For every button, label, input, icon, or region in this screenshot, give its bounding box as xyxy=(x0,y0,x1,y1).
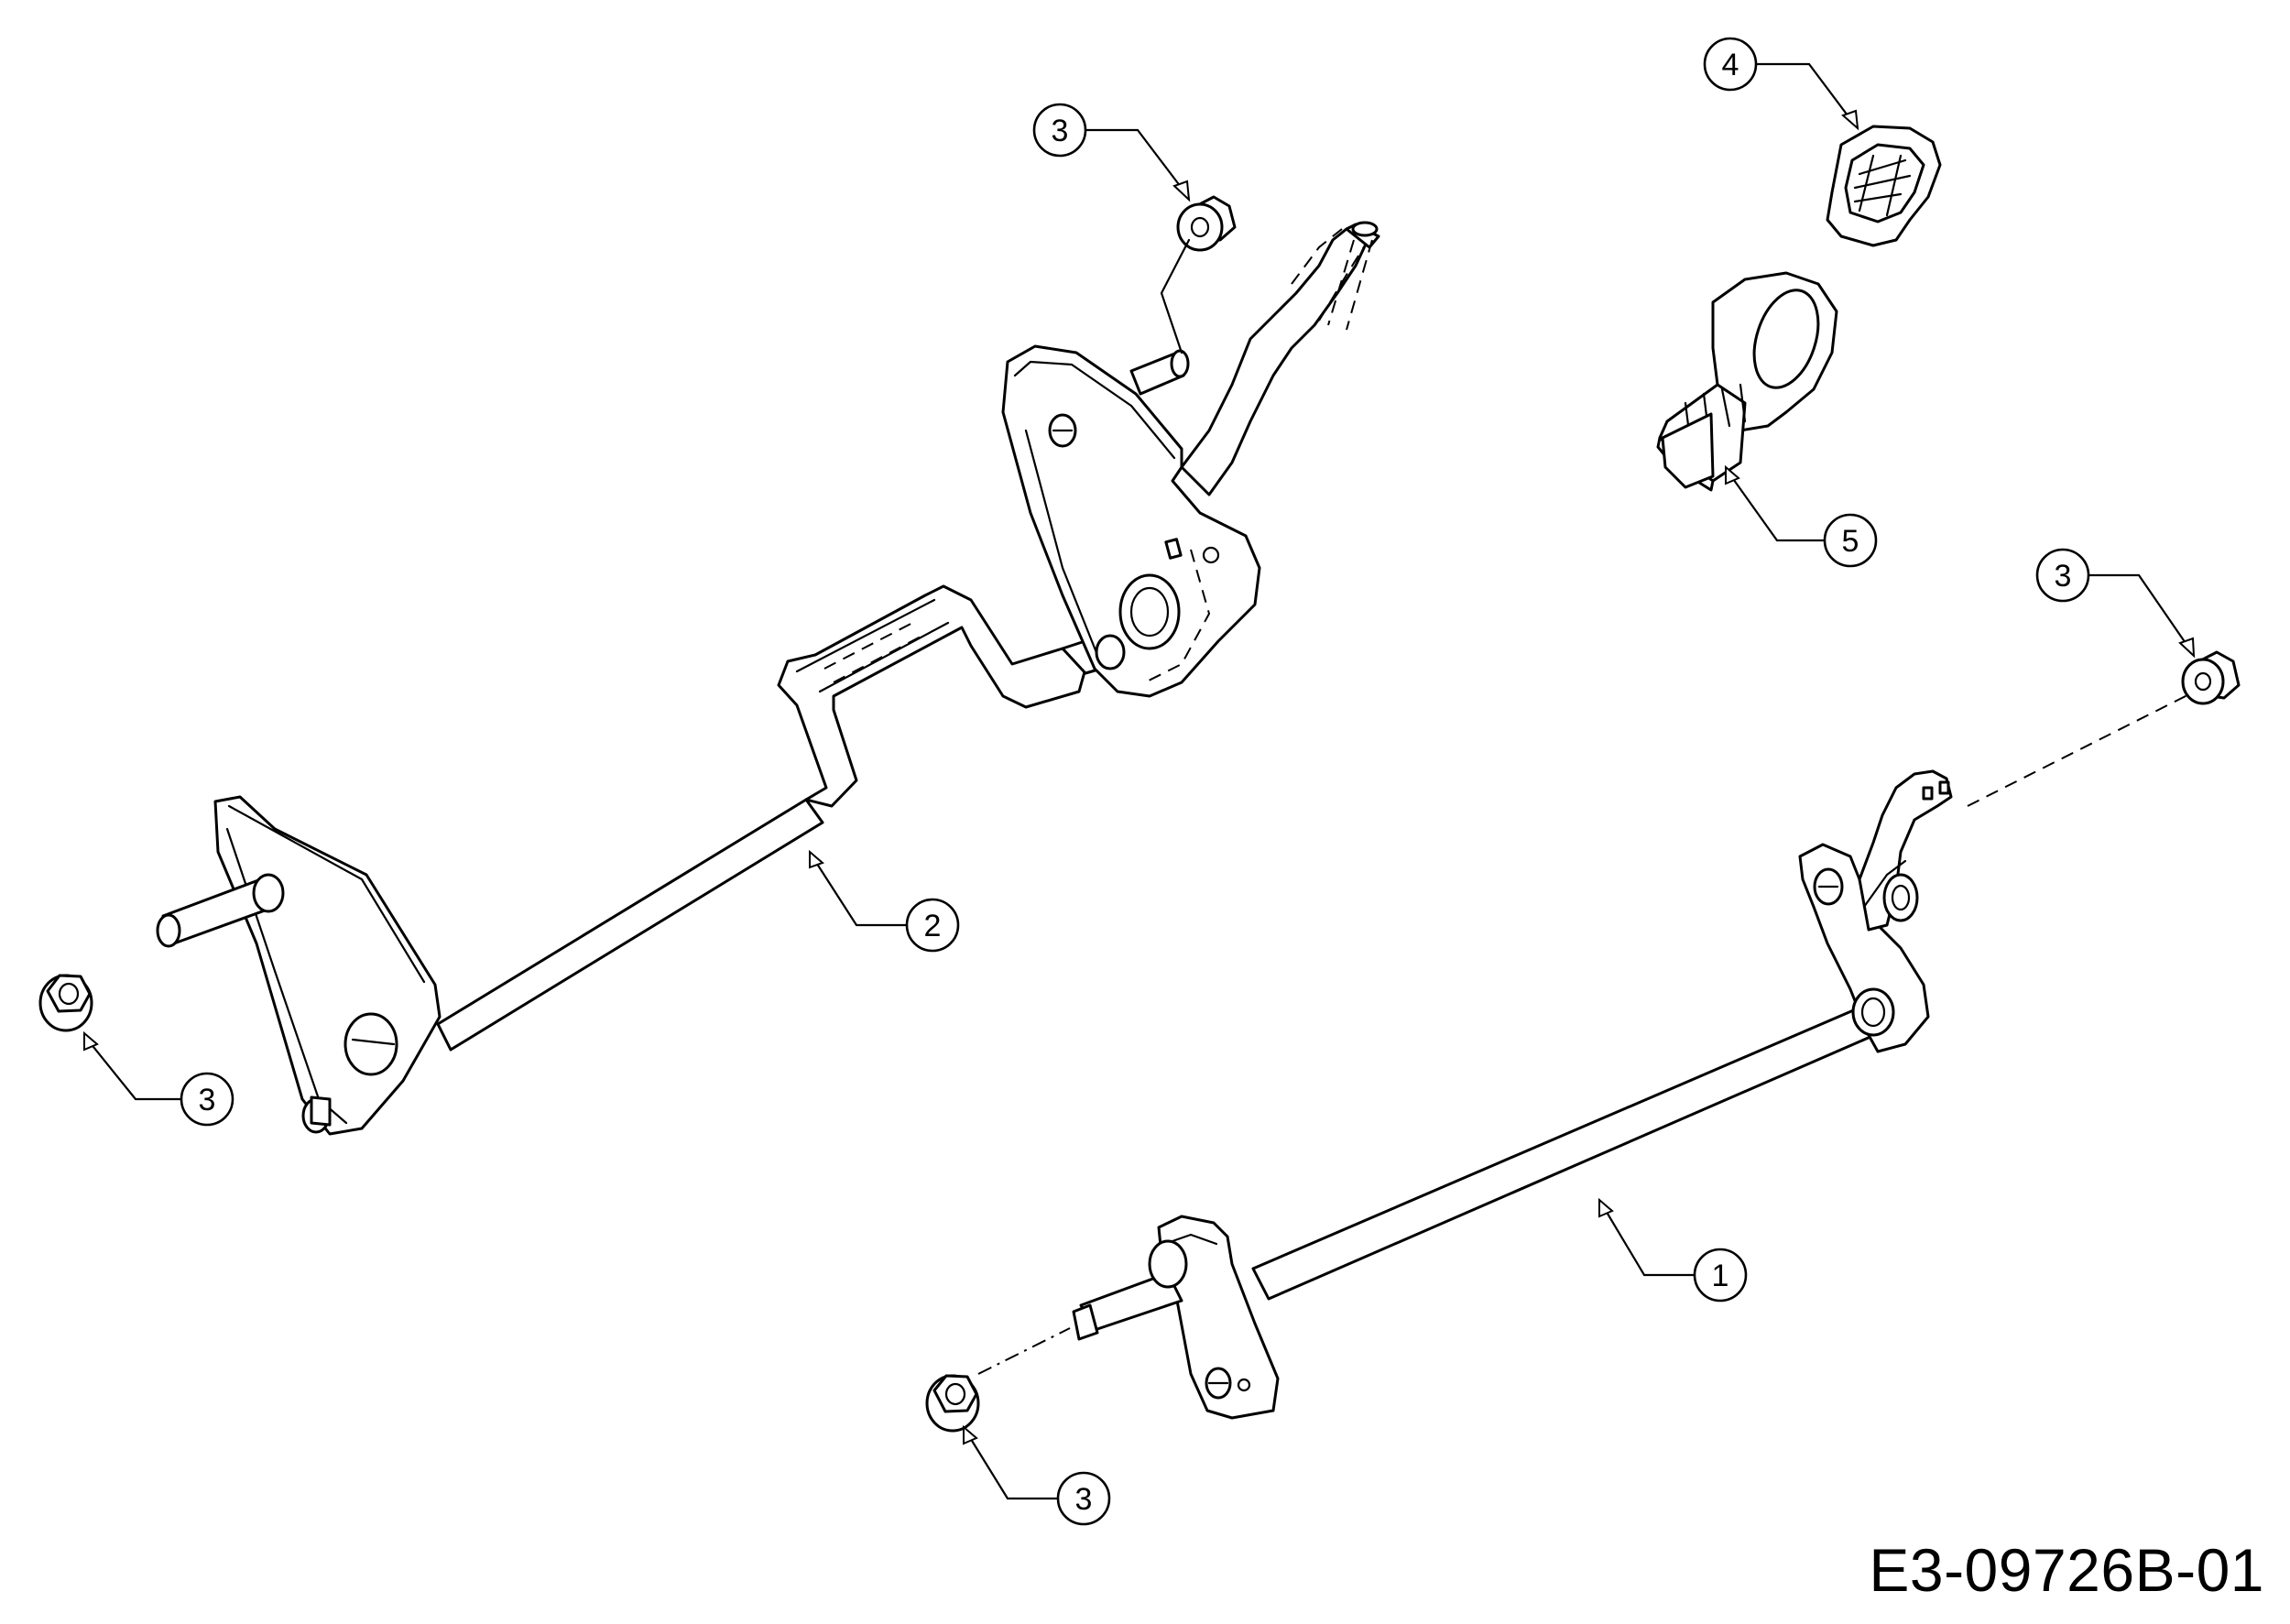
callout-5-label: 5 xyxy=(1842,524,1859,559)
callout-1: 1 xyxy=(1693,1248,1748,1302)
front-axle-part-1 xyxy=(1072,769,1953,1420)
callout-5: 5 xyxy=(1823,513,1878,568)
nut-bottom xyxy=(925,1374,980,1433)
leader-lines xyxy=(83,62,2196,1500)
callout-3-left: 3 xyxy=(180,1072,234,1127)
assembly-line-bottom xyxy=(977,1327,1071,1375)
assembly-line-right xyxy=(1967,693,2190,807)
callout-3-bottom: 3 xyxy=(1056,1471,1111,1526)
callout-3-bottom-label: 3 xyxy=(1075,1482,1093,1517)
rear-axle-part-2 xyxy=(156,221,1380,1136)
callout-3-right-label: 3 xyxy=(2055,559,2072,594)
nut-right xyxy=(2181,650,2241,705)
callout-3-top: 3 xyxy=(1032,103,1087,158)
callout-4-label: 4 xyxy=(1722,48,1739,82)
callout-1-label: 1 xyxy=(1712,1259,1729,1293)
nut-left xyxy=(38,974,93,1032)
callout-3-top-label: 3 xyxy=(1052,114,1069,148)
knob-part-5 xyxy=(1656,271,1838,492)
callout-2-label: 2 xyxy=(924,909,942,943)
callout-3-left-label: 3 xyxy=(199,1083,216,1117)
callout-2: 2 xyxy=(905,898,960,953)
drawing-number: E3-09726B-01 xyxy=(1869,1536,2264,1604)
nut-top-center xyxy=(1176,195,1237,252)
knob-cap-part-4 xyxy=(1826,125,1942,247)
callout-4: 4 xyxy=(1703,37,1758,92)
nut-top-leader-line xyxy=(1160,238,1191,354)
callout-3-right: 3 xyxy=(2035,548,2090,603)
